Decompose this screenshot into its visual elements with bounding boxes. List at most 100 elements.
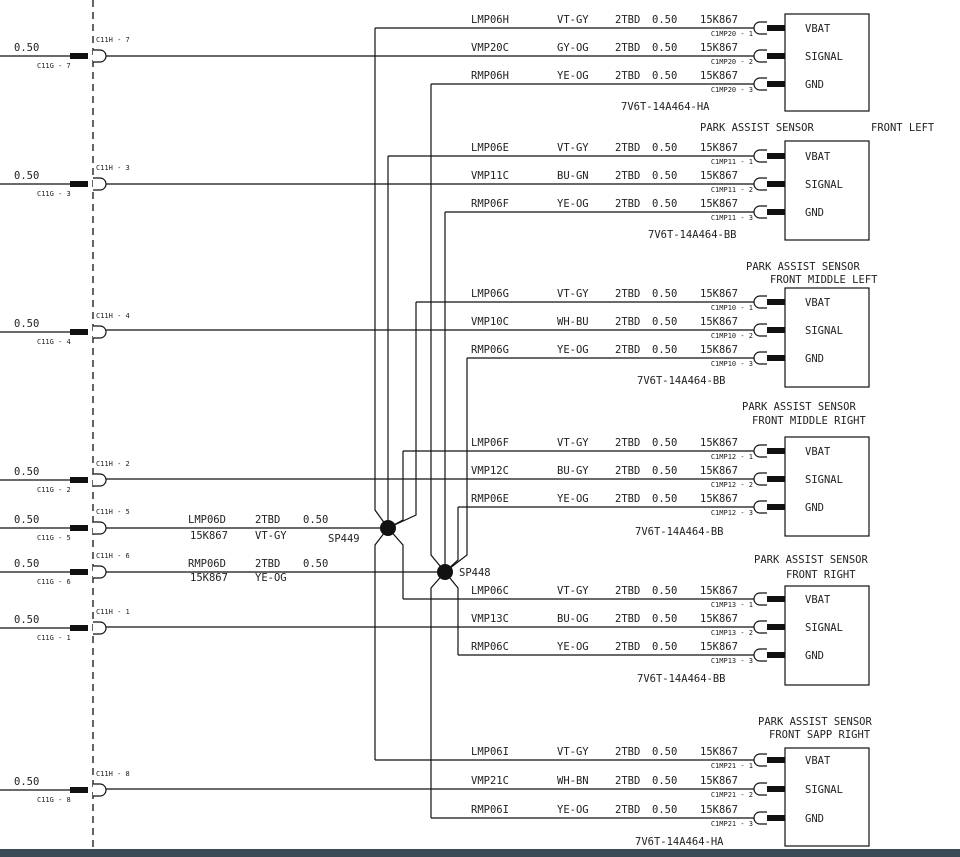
wire-gauge-label: 0.50	[652, 804, 677, 816]
sensor-connector-socket	[753, 49, 767, 63]
wire-gauge-label: 0.50	[652, 465, 677, 477]
wire-connector-label: C1MP13 - 2	[711, 629, 753, 637]
trunk-spec-label: 2TBD	[255, 558, 280, 570]
trunk-gauge-label: 0.50	[303, 514, 328, 526]
wire-gauge-label: 0.50	[14, 466, 39, 478]
sensor-connector-pin	[767, 786, 785, 792]
connector-c11h-label: C11H - 2	[96, 460, 130, 468]
sensor-connector-socket	[753, 205, 767, 219]
wire-gauge-label: 0.50	[14, 558, 39, 570]
wire-spec-label: 2TBD	[615, 775, 640, 787]
connector-c11g-pin	[70, 329, 88, 335]
wire-circuit-label: LMP06C	[471, 585, 509, 597]
sensor-part-number: 7V6T-14A464-HA	[621, 101, 710, 113]
gnd-trunk-6	[430, 571, 446, 818]
connector-c11h-socket	[93, 783, 107, 797]
connector-c11g-label: C11G - 4	[37, 338, 71, 346]
wire-part-label: 15K867	[700, 70, 738, 82]
wire-part-label: 15K867	[700, 198, 738, 210]
wire-spec-label: 2TBD	[615, 804, 640, 816]
splice-sp448-label: SP448	[459, 567, 491, 579]
sensor-part-number: 7V6T-14A464-BB	[648, 229, 737, 241]
sensor-connector-pin	[767, 448, 785, 454]
wire-gauge-label: 0.50	[652, 641, 677, 653]
trunk-spec-label: 2TBD	[255, 514, 280, 526]
wire-circuit-label: VMP21C	[471, 775, 509, 787]
wire-part-label: 15K867	[700, 641, 738, 653]
sensor-connector-socket	[753, 351, 767, 365]
sensor-part-number: 7V6T-14A464-HA	[635, 836, 724, 848]
wire-gauge-label: 0.50	[652, 288, 677, 300]
sensor-connector-socket	[753, 149, 767, 163]
sensor-box	[784, 436, 870, 537]
sensor-pin-label: VBAT	[805, 755, 831, 767]
gnd-trunk-4	[444, 507, 459, 573]
bottom-status-bar	[0, 849, 960, 857]
wire-connector-label: C1MP10 - 1	[711, 304, 753, 312]
connector-c11h-socket	[93, 49, 107, 63]
wire-color-label: VT-GY	[557, 437, 589, 449]
wire-connector-label: C1MP10 - 3	[711, 360, 753, 368]
wire-circuit-label: VMP13C	[471, 613, 509, 625]
sensor-connector-socket	[753, 782, 767, 796]
wire-gauge-label: 0.50	[652, 493, 677, 505]
wire-connector-label: C1MP10 - 2	[711, 332, 753, 340]
wire-spec-label: 2TBD	[615, 641, 640, 653]
wire-circuit-label: VMP10C	[471, 316, 509, 328]
wire-connector-label: C1MP20 - 2	[711, 58, 753, 66]
wire-gauge-label: 0.50	[652, 14, 677, 26]
connector-c11h-socket	[93, 621, 107, 635]
trunk-circuit-label: RMP06D	[188, 558, 226, 570]
wire-color-label: VT-GY	[557, 746, 589, 758]
sensor-part-number: 7V6T-14A464-BB	[635, 526, 724, 538]
wire-color-label: BU-GN	[557, 170, 589, 182]
wire-gauge-label: 0.50	[652, 775, 677, 787]
sensor-title: PARK ASSIST SENSOR	[742, 401, 856, 413]
sensor-box	[784, 287, 870, 388]
wire-part-label: 15K867	[700, 142, 738, 154]
wire-color-label: WH-BU	[557, 316, 589, 328]
wire-spec-label: 2TBD	[615, 14, 640, 26]
sensor-title-location: FRONT MIDDLE RIGHT	[752, 415, 866, 427]
wire-part-label: 15K867	[700, 613, 738, 625]
wire-spec-label: 2TBD	[615, 344, 640, 356]
wire-gauge-label: 0.50	[14, 776, 39, 788]
wire-circuit-label: LMP06E	[471, 142, 509, 154]
wire-gauge-label: 0.50	[652, 70, 677, 82]
wire-spec-label: 2TBD	[615, 170, 640, 182]
sensor-pin-label: GND	[805, 502, 824, 514]
sensor-connector-pin	[767, 209, 785, 215]
connector-c11g-pin	[70, 787, 88, 793]
sensor-pin-label: SIGNAL	[805, 51, 843, 63]
wires-layer	[0, 0, 754, 849]
wire-part-label: 15K867	[700, 775, 738, 787]
wire-circuit-label: RMP06C	[471, 641, 509, 653]
wire-part-label: 15K867	[700, 288, 738, 300]
connector-c11g-pin	[70, 477, 88, 483]
sensor-connector-socket	[753, 21, 767, 35]
sensor-connector-socket	[753, 648, 767, 662]
sensor-title: PARK ASSIST SENSOR	[700, 122, 814, 134]
sensor-box	[784, 13, 870, 112]
sensor-pin-label: SIGNAL	[805, 179, 843, 191]
sensor-pin-label: GND	[805, 813, 824, 825]
wire-color-label: VT-GY	[557, 142, 589, 154]
sensor-connector-socket	[753, 592, 767, 606]
wire-circuit-label: LMP06I	[471, 746, 509, 758]
wire-circuit-label: RMP06F	[471, 198, 509, 210]
wire-spec-label: 2TBD	[615, 288, 640, 300]
sensor-title-location: FRONT RIGHT	[786, 569, 856, 581]
connector-c11h-socket	[93, 177, 107, 191]
sensor-connector-socket	[753, 77, 767, 91]
sensor-connector-socket	[753, 323, 767, 337]
sensor-pin-label: GND	[805, 207, 824, 219]
wire-spec-label: 2TBD	[615, 316, 640, 328]
wire-gauge-label: 0.50	[652, 746, 677, 758]
vbat-trunk-4	[387, 451, 404, 529]
wire-spec-label: 2TBD	[615, 465, 640, 477]
wire-gauge-label: 0.50	[652, 316, 677, 328]
wire-connector-label: C1MP13 - 3	[711, 657, 753, 665]
wire-color-label: BU-OG	[557, 613, 589, 625]
sensor-title-location: FRONT SAPP RIGHT	[769, 729, 871, 741]
